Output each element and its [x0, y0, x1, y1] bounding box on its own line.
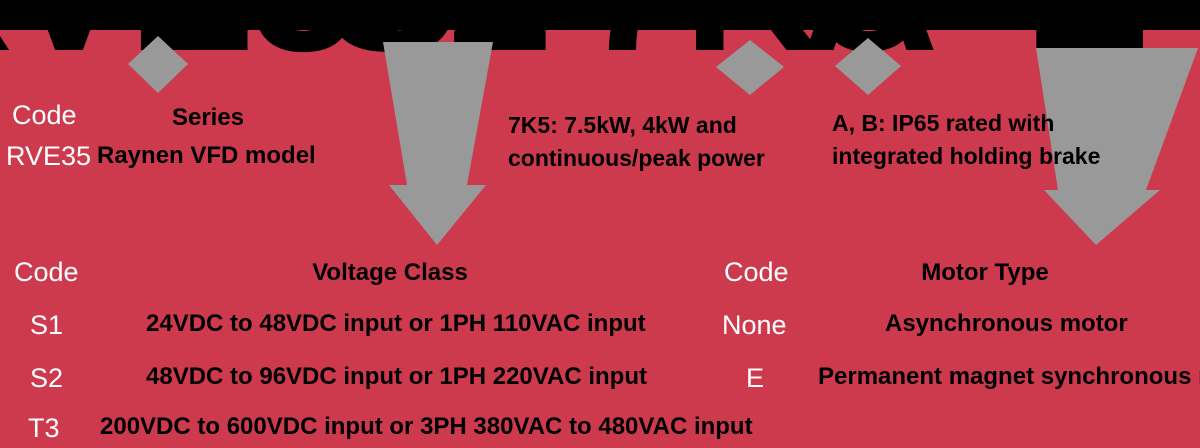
model-text-cropped-band — [0, 0, 1200, 30]
motor-row-description: Asynchronous motor — [885, 310, 1128, 337]
motor-row-code: None — [722, 310, 787, 340]
motor-row-code: E — [746, 363, 765, 393]
feature-note-line-1: A, B: IP65 rated with — [832, 110, 1055, 136]
motor-code-label: Code — [724, 257, 789, 287]
motor-arrow-icon — [1036, 48, 1198, 245]
voltage-row-code: S2 — [30, 363, 64, 393]
power-note: 7K5: 7.5kW, 4kW and continuous/peak powe… — [508, 109, 765, 175]
voltage-code-label: Code — [14, 257, 79, 287]
feature-note-line-2: integrated holding brake — [832, 143, 1101, 169]
series-header: Series — [171, 104, 245, 131]
power-note-line-1: 7K5: 7.5kW, 4kW and — [508, 112, 737, 138]
series-arrow-icon — [128, 36, 188, 93]
feature-note: A, B: IP65 rated with integrated holding… — [832, 107, 1100, 173]
voltage-row-description: 24VDC to 48VDC input or 1PH 110VAC input — [146, 310, 646, 337]
series-code-label: Code — [12, 100, 77, 130]
series-row-code: RVE35 — [6, 141, 92, 171]
feature-arrow-icon — [835, 38, 901, 95]
voltage-arrow-icon — [383, 42, 493, 245]
power-note-line-2: continuous/peak power — [508, 145, 765, 171]
power-arrow-icon — [716, 40, 784, 95]
series-row-description: Raynen VFD model — [97, 142, 316, 169]
model-segment-series: RVE35 — [0, 0, 458, 80]
voltage-row-code: S1 — [30, 310, 64, 340]
voltage-row-description: 200VDC to 600VDC input or 3PH 380VAC to … — [100, 413, 753, 440]
voltage-row-description: 48VDC to 96VDC input or 1PH 220VAC input — [146, 363, 647, 390]
voltage-header: Voltage Class — [312, 259, 468, 286]
voltage-row-code: T3 — [28, 413, 60, 443]
motor-header: Motor Type — [921, 259, 1049, 286]
motor-row-description: Permanent magnet synchronous motor — [818, 363, 1200, 390]
